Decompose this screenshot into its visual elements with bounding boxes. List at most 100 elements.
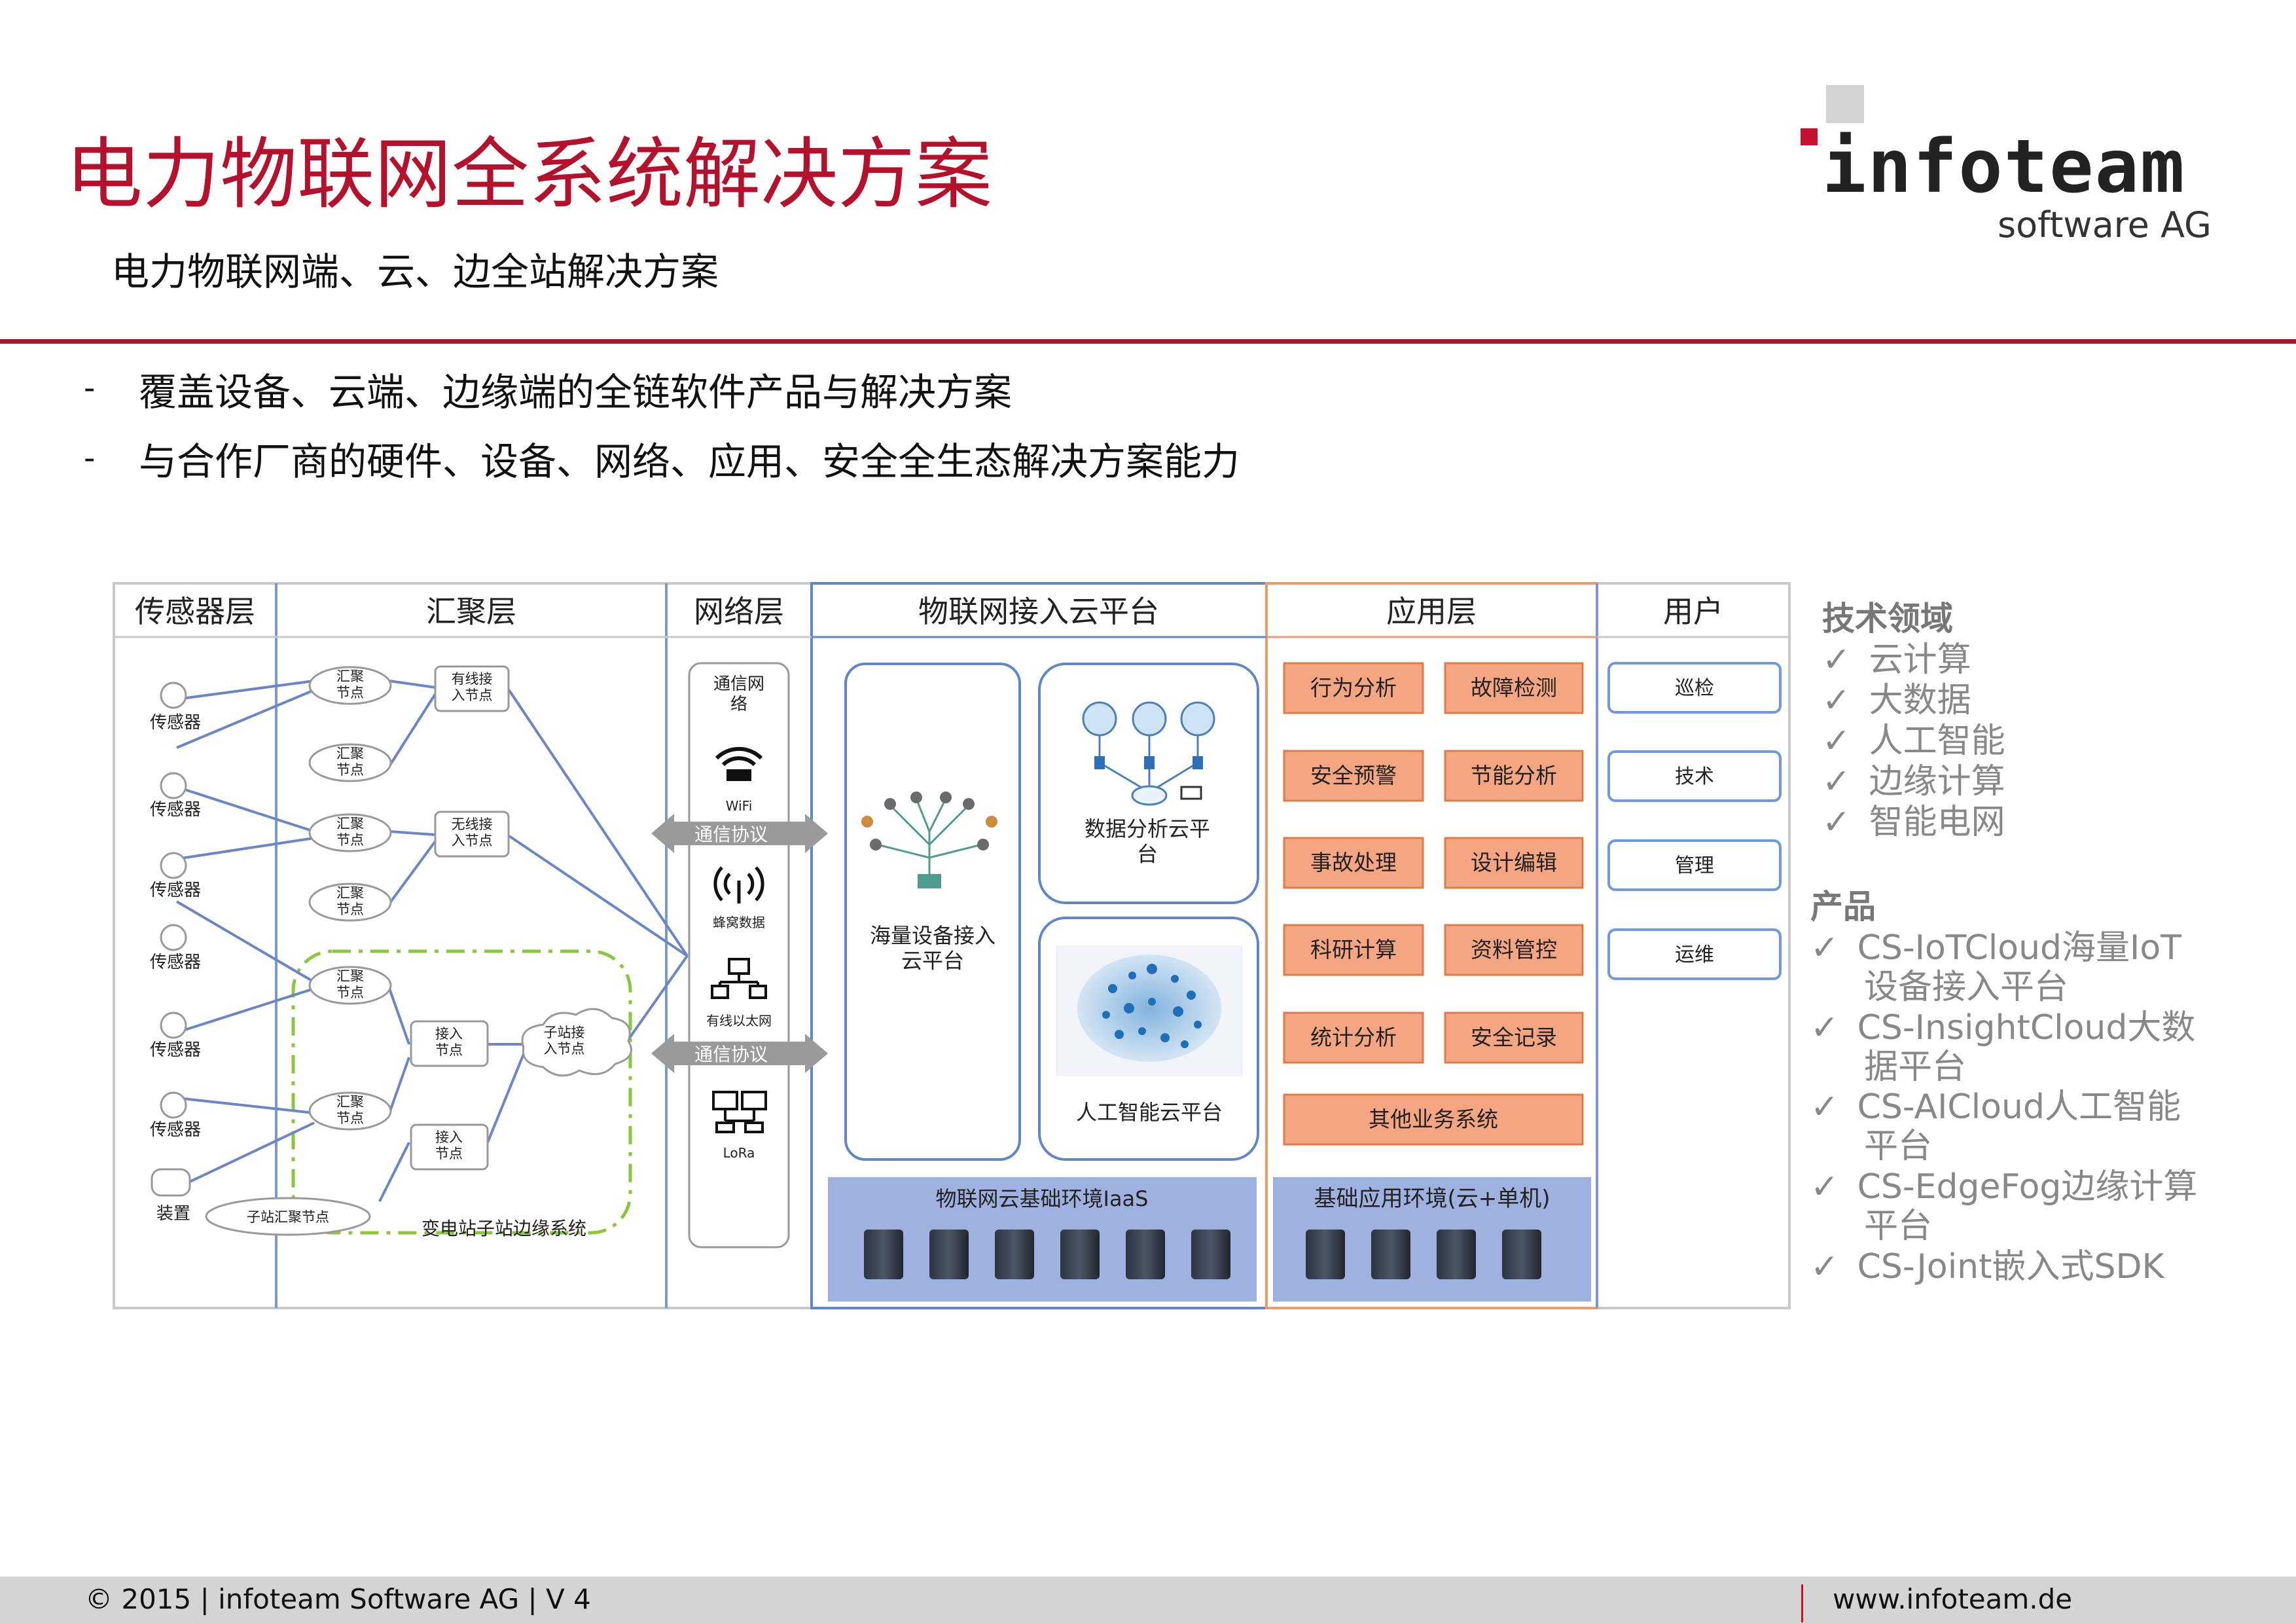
protocol-arrow-bottom [651, 1034, 828, 1073]
user-item: 运维 [1675, 943, 1714, 966]
product-item-cont: 平台 [1864, 1127, 1933, 1166]
network-item-cellular: 蜂窝数据 [713, 915, 765, 930]
substation-label: 变电站子站边缘系统 [422, 1218, 586, 1239]
app-item: 科研计算 [1310, 937, 1397, 962]
check-icon: ✓ [1810, 1167, 1839, 1207]
massive-access-panel [844, 663, 1021, 1161]
data-analysis-label: 数据分析云平台 [1085, 816, 1210, 866]
bullet-dash: - [84, 440, 96, 477]
user-item: 技术 [1675, 765, 1714, 788]
tech-item-label: 边缘计算 [1869, 762, 2005, 801]
access-node-label: 有线接入节点 [452, 671, 493, 703]
tech-item-label: 大数据 [1869, 681, 1971, 720]
sensor-links [175, 680, 689, 1202]
sensor-label: 传感器 [150, 713, 201, 733]
access-node-shapes [410, 665, 510, 1171]
footer-bar [0, 1577, 2296, 1623]
sensor-label: 传感器 [150, 953, 201, 972]
substation-access-label: 子站接入节点 [544, 1025, 585, 1057]
network-item-ethernet: 有线以太网 [706, 1013, 772, 1029]
check-icon: ✓ [1822, 762, 1851, 801]
footer-separator [1801, 1584, 1803, 1622]
protocol-label-bottom: 通信协议 [694, 1044, 768, 1065]
check-icon: ✓ [1822, 803, 1851, 842]
logo-square-icon [1826, 85, 1864, 123]
page-title: 电力物联网全系统解决方案 [65, 129, 993, 219]
tech-item-label: 云计算 [1869, 640, 1971, 680]
server-icons-app [1306, 1230, 1541, 1279]
ai-cloud-label: 人工智能云平台 [1076, 1100, 1223, 1125]
product-item: ✓ CS-AICloud人工智能 [1810, 1079, 2181, 1128]
tech-item: ✓人工智能 [1822, 713, 2005, 762]
app-item: 节能分析 [1471, 763, 1557, 788]
page-subtitle: 电力物联网端、云、边全站解决方案 [111, 249, 719, 294]
app-item: 事故处理 [1310, 850, 1397, 875]
app-item-other: 其他业务系统 [1369, 1106, 1498, 1132]
agg-node-shapes [205, 666, 392, 1236]
protocol-label-top: 通信协议 [694, 824, 768, 845]
product-item: ✓CS-EdgeFog边缘计算 [1810, 1159, 2197, 1208]
substation-access-cloud [521, 1008, 632, 1077]
sensor-label: 传感器 [150, 881, 201, 900]
user-item: 管理 [1675, 854, 1714, 877]
product-item-label: CS-Joint嵌入式SDK [1857, 1247, 2164, 1286]
product-item-label: CS-AICloud人工智能 [1857, 1087, 2181, 1127]
check-icon: ✓ [1810, 1087, 1839, 1127]
footer-website-link[interactable]: www.infoteam.de [1833, 1583, 2073, 1615]
tech-item: ✓智能电网 [1822, 794, 2005, 843]
logo-subtitle: software AG [1998, 204, 2212, 246]
product-item-cont: 平台 [1864, 1207, 1933, 1246]
access-node-label: 接入节点 [435, 1129, 463, 1161]
user-item: 巡检 [1675, 677, 1714, 700]
column-header-application: 应用层 [1386, 594, 1477, 629]
app-item: 故障检测 [1471, 675, 1557, 701]
sensor-label: 传感器 [150, 1120, 201, 1140]
check-icon: ✓ [1810, 1008, 1839, 1048]
app-item: 行为分析 [1310, 675, 1397, 701]
column-header-network: 网络层 [694, 594, 784, 629]
agg-node-label: 汇聚节点 [336, 816, 364, 848]
substation-area [291, 949, 632, 1235]
cellular-icon [713, 866, 764, 903]
agg-node-label: 汇聚节点 [336, 885, 364, 917]
check-icon: ✓ [1822, 681, 1851, 720]
agg-node-label: 汇聚节点 [336, 1094, 364, 1126]
app-item: 统计分析 [1310, 1025, 1397, 1050]
substation-agg-label: 子站汇聚节点 [247, 1209, 329, 1225]
product-heading: 产品 [1810, 888, 1876, 926]
app-base-label: 基础应用环境(云+单机) [1314, 1186, 1550, 1212]
network-title: 通信网络 [713, 674, 764, 714]
product-item: ✓CS-IoTCloud海量IoT [1810, 920, 2181, 969]
column-header-sensor: 传感器层 [135, 594, 255, 629]
app-item: 安全记录 [1471, 1025, 1557, 1050]
agg-node-label: 汇聚节点 [336, 668, 364, 701]
product-item: ✓CS-Joint嵌入式SDK [1810, 1239, 2164, 1288]
sensor-label: 传感器 [150, 1040, 201, 1060]
data-network-icon [1082, 701, 1215, 806]
check-icon: ✓ [1822, 721, 1851, 761]
header-divider [0, 339, 2296, 344]
product-item-cont: 据平台 [1864, 1048, 1967, 1087]
ethernet-icon [711, 958, 767, 999]
tech-heading: 技术领域 [1822, 600, 1953, 638]
bullet-text: 与合作厂商的硬件、设备、网络、应用、安全全生态解决方案能力 [139, 439, 1240, 484]
lora-icon [712, 1091, 767, 1133]
user-boxes [1607, 662, 1782, 980]
column-header-aggregation: 汇聚层 [426, 594, 516, 629]
sensor-icons [151, 682, 191, 1197]
tech-item: ✓ 云计算 [1822, 632, 1971, 681]
check-icon: ✓ [1822, 640, 1851, 680]
app-item: 安全预警 [1310, 763, 1397, 788]
footer-copyright: © 2015 | infoteam Software AG | V 4 [85, 1583, 591, 1615]
column-header-iot-cloud: 物联网接入云平台 [918, 594, 1159, 629]
app-item: 资料管控 [1471, 937, 1557, 962]
device-label: 装置 [156, 1204, 190, 1224]
tech-item: ✓ 边缘计算 [1822, 754, 2005, 803]
product-item: ✓CS-InsightCloud大数 [1810, 1000, 2195, 1049]
access-node-label: 接入节点 [435, 1026, 463, 1058]
massive-access-label: 海量设备接入云平台 [870, 923, 996, 973]
check-icon: ✓ [1810, 928, 1839, 968]
network-item-lora: LoRa [723, 1145, 755, 1161]
logo-dot-icon [1801, 128, 1818, 145]
